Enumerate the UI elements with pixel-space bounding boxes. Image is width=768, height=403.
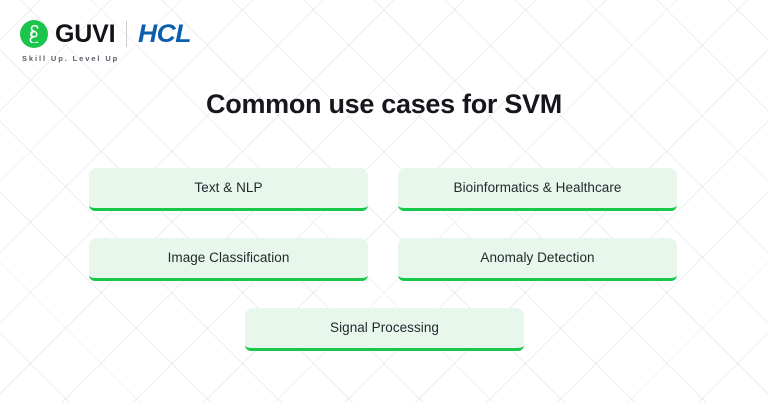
hcl-wordmark: HCL xyxy=(138,19,192,48)
brand-divider xyxy=(126,21,128,47)
page-title: Common use cases for SVM xyxy=(206,89,562,119)
use-case-card-label: Text & NLP xyxy=(194,179,263,195)
brand-logo-row: GUVI HCL xyxy=(20,19,192,49)
brand-tagline: Skill Up. Level Up xyxy=(22,54,120,63)
use-case-card-image-classification: Image Classification xyxy=(89,238,368,281)
use-case-card-label: Image Classification xyxy=(167,249,290,265)
use-case-card-text-nlp: Text & NLP xyxy=(89,168,368,211)
use-case-card-anomaly-detection: Anomaly Detection xyxy=(398,238,677,281)
use-case-card-label: Signal Processing xyxy=(330,319,439,335)
guvi-wordmark: GUVI xyxy=(55,19,116,48)
use-case-card-label: Anomaly Detection xyxy=(480,249,595,265)
guvi-g-circle-icon xyxy=(20,20,48,48)
use-case-card-signal-processing: Signal Processing xyxy=(245,308,524,351)
use-case-card-bioinformatics-healthcare: Bioinformatics & Healthcare xyxy=(398,168,677,211)
use-case-card-label: Bioinformatics & Healthcare xyxy=(453,179,622,195)
brand-lockup: GUVI HCL Skill Up. Level Up xyxy=(20,19,192,63)
